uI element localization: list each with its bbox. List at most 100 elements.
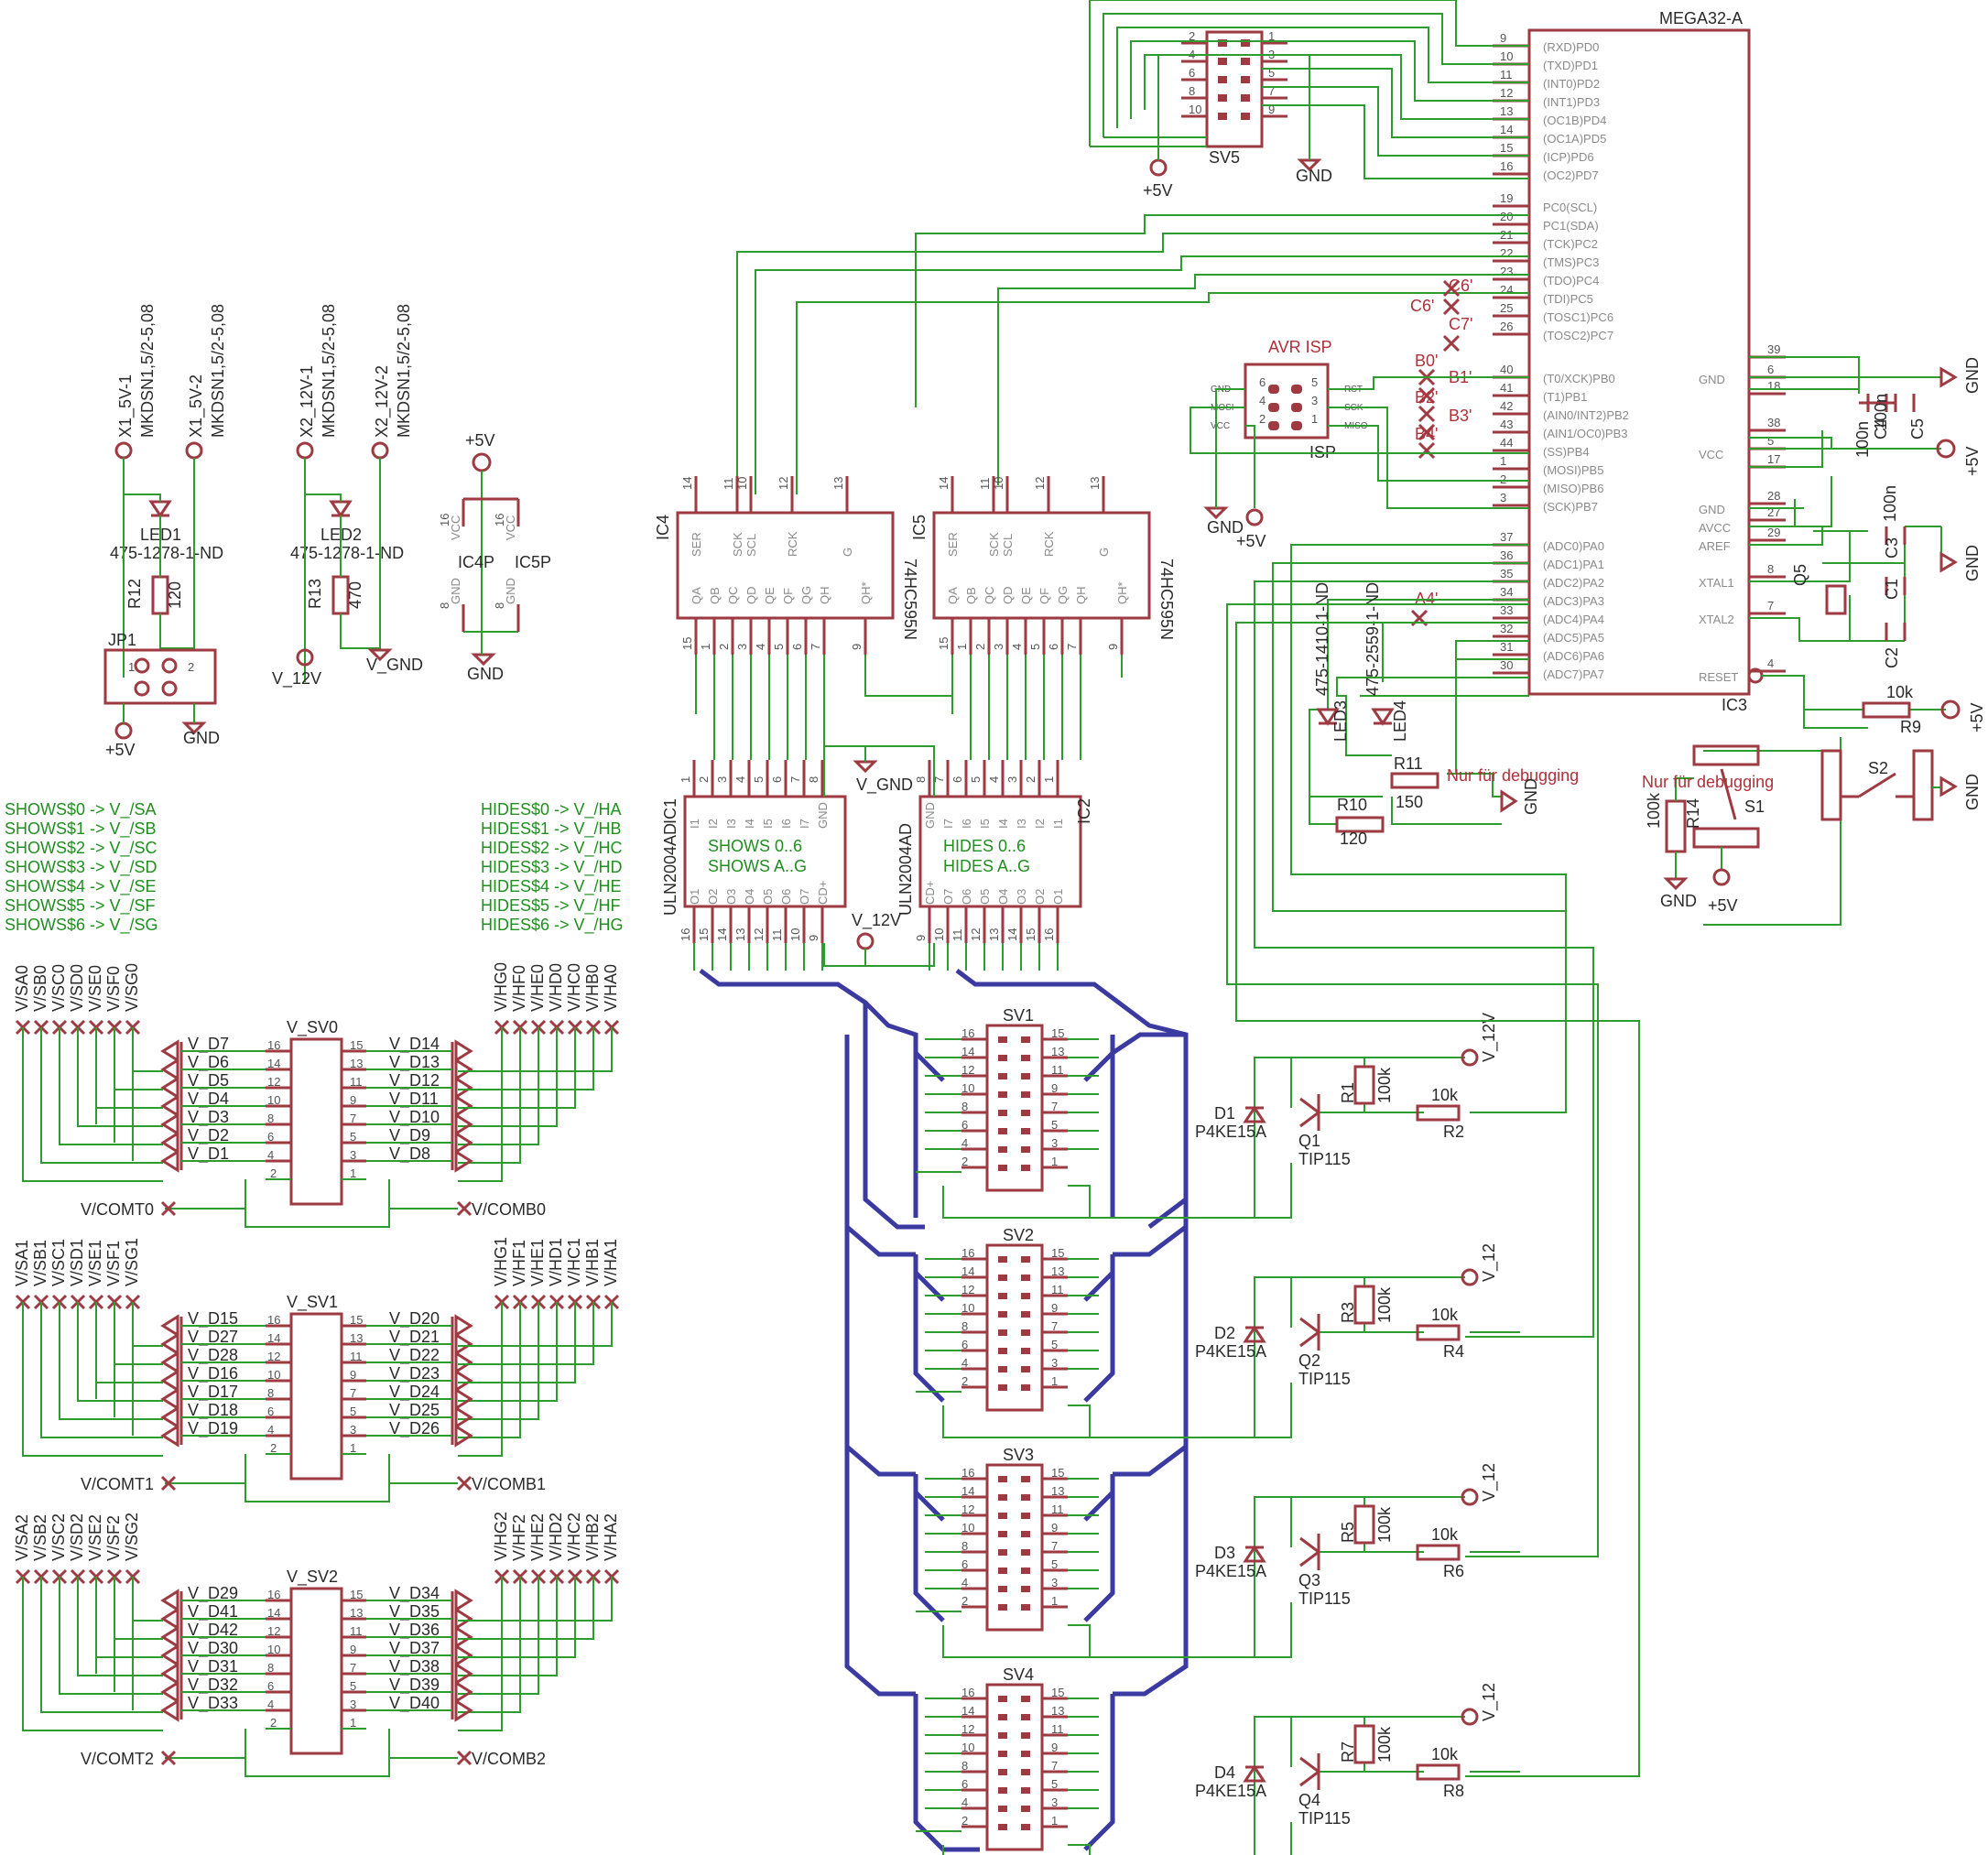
drive-vsupply-label: V_12V (1480, 1013, 1499, 1062)
mcu-pin-name: (ICP)PD6 (1543, 150, 1594, 164)
vsv-pin-left: 2 (270, 1441, 277, 1455)
mcu-pin-name: (TOSC1)PC6 (1543, 310, 1613, 324)
vsv-left-diode-label: V_D30 (188, 1639, 238, 1658)
vsv-wire (40, 1577, 163, 1713)
mapping-hides-line: HIDES$0 -> V_/HA (481, 800, 622, 819)
r10-symbol (1335, 816, 1385, 833)
vsv-diode (451, 1424, 473, 1448)
header-pad (1021, 1366, 1030, 1372)
vsv-wire (22, 1027, 163, 1182)
shift-register-pin-name: QH* (859, 581, 873, 604)
pp-p16-2: 16 (493, 514, 506, 526)
vsv-diode (451, 1698, 473, 1722)
vsv-pin-right: 5 (350, 1679, 356, 1693)
vsv-pin-right: 5 (350, 1405, 356, 1418)
shift-register-part: 74HC595N (901, 559, 919, 640)
drive-vsupply-symbol (1461, 1708, 1479, 1726)
s2-switch (1841, 772, 1914, 798)
header-pin-left: 14 (961, 1045, 974, 1058)
driver-pin-number: 3 (715, 776, 729, 783)
left-wires (123, 458, 381, 682)
r11-symbol (1390, 772, 1439, 789)
vsv-pin-left: 6 (267, 1405, 274, 1418)
sv5-pin-left: 10 (1189, 103, 1201, 116)
vsv-right-diode-label: V_D13 (389, 1053, 440, 1072)
driver-pin-name: O1 (1051, 889, 1065, 905)
mcu-pin-name: (T0/XCK)PB0 (1543, 372, 1615, 385)
vsv-pin-right: 15 (350, 1313, 363, 1327)
mcu-pin-name: PC1(SDA) (1543, 219, 1599, 233)
drive-d-label: D2 (1214, 1324, 1235, 1342)
mcu-right-pin-number: 4 (1767, 656, 1774, 670)
header-pad (1021, 1806, 1030, 1812)
header-pad (998, 1531, 1007, 1537)
vsv-left-diode-label: V_D29 (188, 1584, 238, 1603)
drive-r2-label: R4 (1443, 1342, 1464, 1361)
mcu-pin-number: 22 (1500, 246, 1513, 260)
shift-register-pin-number: 2 (717, 644, 731, 650)
vsv-right-diode-label: V_D34 (389, 1584, 440, 1603)
shift-register-ic4: IC474HC595N14SER11SCK10SCL12RCK13G15QA1Q… (654, 476, 919, 655)
shift-register-pin-name: QC (726, 587, 740, 605)
vsv-top-right-label: V/HB1 (583, 1239, 602, 1286)
header-pin-right: 7 (1051, 1319, 1058, 1333)
vsv-top-right-label: V/HB0 (583, 964, 602, 1012)
no-connect-label: C7' (1449, 315, 1472, 333)
driver-pin-number: 5 (752, 776, 766, 783)
drive-transistor-symbol (1299, 1094, 1320, 1131)
header-pad (1021, 1568, 1030, 1574)
vsv-pin-left: 2 (270, 1716, 277, 1730)
vsv-left-diode-label: V_D1 (188, 1144, 229, 1164)
vsv-diode (160, 1112, 183, 1136)
s2-body-l (1820, 749, 1842, 821)
vsv-top-left-label: V/SC1 (49, 1239, 68, 1286)
mcu-pin-number: 42 (1500, 399, 1513, 413)
sv5-pin-right: 5 (1268, 66, 1275, 80)
vsv-pin-left: 10 (267, 1368, 280, 1382)
drive-r-base-pull (1353, 1504, 1375, 1545)
mcu-pin-name: (TMS)PC3 (1543, 255, 1599, 269)
header-pad (1021, 1549, 1030, 1556)
no-connect-mark (1418, 423, 1436, 441)
pp-vcc-2: VCC (504, 515, 517, 540)
drive-r2-value: 10k (1431, 1745, 1459, 1763)
driver-pin-name: I3 (1015, 819, 1028, 829)
vsv-left-diode-label: V_D19 (188, 1419, 238, 1438)
vsv-wire (95, 1577, 163, 1674)
header-pad (998, 1476, 1007, 1482)
vsv-wire (77, 1577, 163, 1676)
header-pin-left: 12 (961, 1722, 974, 1736)
vsv-pin-right: 3 (350, 1423, 356, 1437)
mcu-pin-name: (MOSI)PB5 (1543, 463, 1603, 477)
header-pin-right: 1 (1051, 1155, 1058, 1168)
vsv-top-left-label: V/SD1 (68, 1239, 86, 1286)
mcu-pin-number: 31 (1500, 640, 1513, 654)
header-body (985, 1243, 1044, 1412)
vsv-pin-right: 5 (350, 1130, 356, 1144)
vsv-wire (59, 1577, 163, 1695)
vsv-wire (458, 1302, 558, 1402)
jp1-v12-label: V_12V (272, 669, 321, 689)
driver-pin-name: O5 (978, 889, 992, 905)
mcu-right-label: XTAL1 (1699, 576, 1734, 590)
mapping-shows-line: SHOWS$4 -> V_/SE (5, 877, 157, 896)
drive-diode-symbol (1243, 1105, 1266, 1123)
vsv-pin-left: 12 (267, 1624, 280, 1638)
header-pin-right: 11 (1051, 1722, 1064, 1736)
header-pin-left: 2 (961, 1374, 968, 1388)
s1-label: S1 (1744, 797, 1765, 816)
mcu-pin-name: (TOSC2)PC7 (1543, 329, 1613, 342)
vsv-left-diode-label: V_D28 (188, 1346, 238, 1365)
driver-pin-name: O7 (798, 889, 811, 905)
mapping-hides-line: HIDES$4 -> V_/HE (481, 877, 622, 896)
vsv-right-diode-label: V_D10 (389, 1108, 440, 1127)
vsv-pin-left: 8 (267, 1386, 274, 1400)
vsv-pin-left: 16 (267, 1038, 280, 1052)
drive-r1-label: R5 (1339, 1522, 1357, 1543)
mcu-pin-number: 10 (1500, 49, 1513, 63)
vsv-top-right-label: V/HC0 (565, 963, 583, 1012)
vsv-diode (160, 1131, 183, 1155)
reset-pwr-symbol (1940, 700, 1961, 720)
